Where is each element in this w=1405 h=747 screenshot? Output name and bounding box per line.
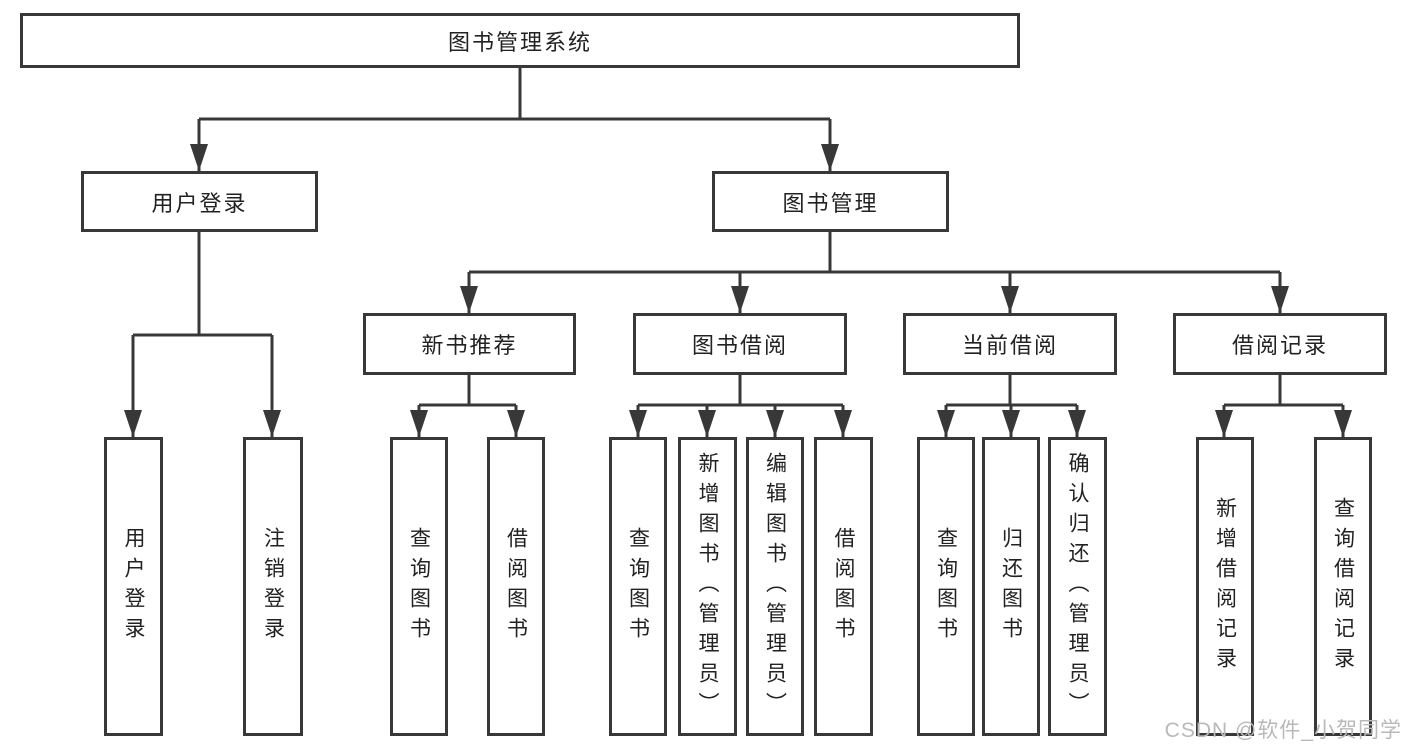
leaf-logout-label: 注销登录 [261, 526, 285, 647]
node-book-management-label: 图书管理 [782, 190, 879, 216]
leaf-recommend-query-book-label: 查询图书 [407, 526, 431, 647]
leaf-add-book-admin: 新增图书（管理员） [678, 437, 737, 736]
leaf-return-book: 归还图书 [982, 437, 1040, 736]
node-root-label: 图书管理系统 [447, 29, 592, 55]
leaf-edit-book-admin-label: 编辑图书（管理员） [763, 451, 787, 722]
leaf-recommend-borrow-book-label: 借阅图书 [504, 526, 528, 647]
leaf-borrow-book: 借阅图书 [814, 437, 873, 736]
leaf-confirm-return-admin: 确认归还（管理员） [1048, 437, 1107, 736]
leaf-recommend-borrow-book: 借阅图书 [487, 437, 545, 736]
leaf-confirm-return-admin-label: 确认归还（管理员） [1066, 451, 1089, 722]
csdn-watermark: CSDN @软件_小贺同学 [1164, 719, 1402, 742]
node-book-management: 图书管理 [712, 171, 949, 232]
leaf-current-query-book-label: 查询图书 [934, 526, 958, 647]
leaf-borrow-query-book-label: 查询图书 [626, 526, 650, 647]
leaf-borrow-query-book: 查询图书 [609, 437, 667, 736]
leaf-user-login-label: 用户登录 [122, 526, 145, 647]
leaf-return-book-label: 归还图书 [999, 526, 1023, 647]
node-book-borrow: 图书借阅 [633, 313, 847, 375]
leaf-add-book-admin-label: 新增图书（管理员） [696, 451, 719, 722]
leaf-user-login: 用户登录 [104, 437, 163, 736]
leaf-edit-book-admin: 编辑图书（管理员） [746, 437, 804, 736]
node-new-book-recommend: 新书推荐 [363, 313, 576, 375]
node-current-borrow: 当前借阅 [903, 313, 1117, 375]
leaf-borrow-book-label: 借阅图书 [832, 526, 855, 647]
connector-lines [124, 68, 1352, 437]
leaf-query-borrow-record-label: 查询借阅记录 [1331, 496, 1355, 677]
leaf-query-borrow-record: 查询借阅记录 [1314, 437, 1372, 736]
node-new-book-recommend-label: 新书推荐 [421, 333, 518, 358]
node-user-login-label: 用户登录 [151, 190, 248, 216]
node-user-login: 用户登录 [81, 171, 318, 232]
node-root: 图书管理系统 [20, 13, 1020, 68]
node-book-borrow-label: 图书借阅 [691, 333, 788, 358]
node-borrow-records-label: 借阅记录 [1231, 333, 1328, 358]
leaf-logout: 注销登录 [243, 437, 303, 736]
leaf-current-query-book: 查询图书 [917, 437, 975, 736]
leaf-recommend-query-book: 查询图书 [390, 437, 448, 736]
leaf-add-borrow-record-label: 新增借阅记录 [1213, 496, 1237, 677]
leaf-add-borrow-record: 新增借阅记录 [1196, 437, 1254, 736]
node-current-borrow-label: 当前借阅 [961, 333, 1058, 358]
node-borrow-records: 借阅记录 [1173, 313, 1387, 375]
